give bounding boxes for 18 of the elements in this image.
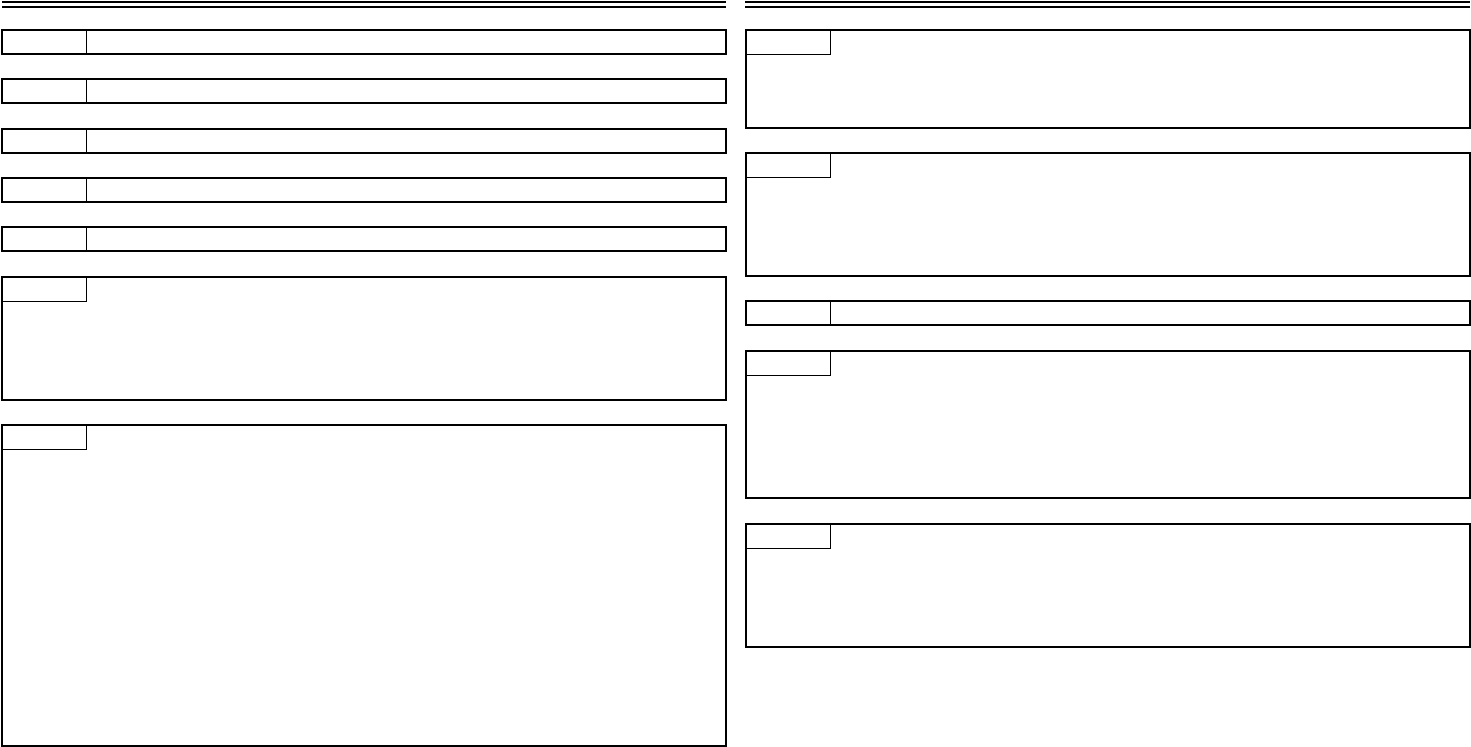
form-row	[1, 177, 727, 203]
label-tab	[747, 154, 831, 178]
form-row	[745, 300, 1471, 326]
form-panel	[745, 29, 1471, 129]
form-row	[1, 78, 727, 104]
label-tab	[747, 352, 831, 376]
label-tab	[3, 426, 87, 450]
label-tab	[747, 525, 831, 549]
label-tab	[747, 31, 831, 55]
form-panel	[1, 424, 727, 747]
form-panel	[745, 152, 1471, 277]
form-panel	[745, 523, 1471, 648]
form-row	[1, 29, 727, 55]
form-row	[1, 128, 727, 154]
form-panel	[1, 276, 727, 401]
form-row	[1, 226, 727, 252]
form-panel	[745, 350, 1471, 499]
label-tab	[3, 278, 87, 302]
